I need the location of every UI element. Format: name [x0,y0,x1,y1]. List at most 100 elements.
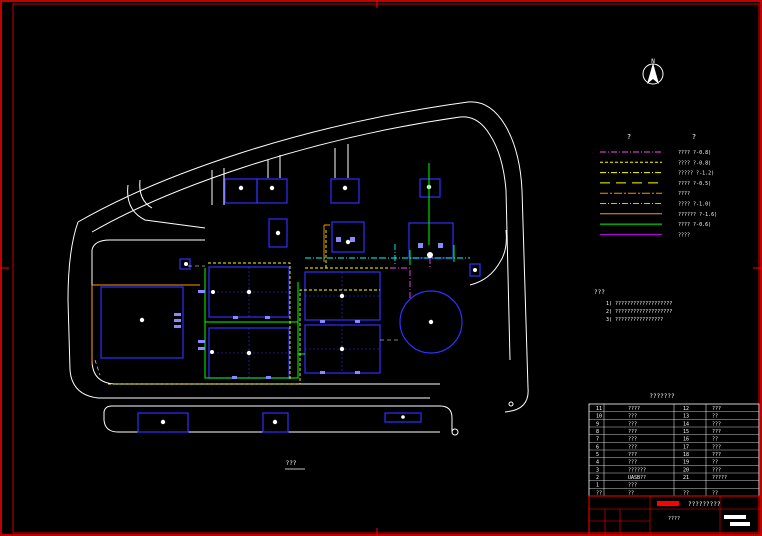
schedule-cell-t2: ?? [712,437,718,443]
structures [100,178,481,433]
schedule-cell-t2: ????? [712,475,727,481]
schedule-cell-t2: ??? [712,452,721,458]
legend-label-1: ???? ?-0.8) [678,150,711,156]
inner-frame [12,3,760,534]
schedule-cell-n2: 20 [683,467,689,473]
note-line-2: 2) ??????????????????? [606,309,672,315]
outfall-marker [508,401,514,407]
schedule-cell-t1: ??? [628,452,637,458]
legend-header-left: ? [627,133,631,141]
note-line-3: 3) ???????????????? [606,317,663,323]
legend-label-4: ???? ?-0.5) [678,181,711,187]
pipe-legend: ? ? ???? ?-0.8) ???? ?-0.8) ????? ?-1.2)??… [600,133,717,238]
north-label: N [651,58,655,65]
schedule-cell-t1: ??? [628,437,637,443]
schedule-cell-n2: 19 [683,460,689,466]
pipe-magenta [390,258,431,300]
note-line-1: 1) ??????????????????? [606,301,672,307]
north-arrow-icon: N [642,58,664,85]
schedule-cell-t1: ??? [628,429,637,435]
gate-marker [451,428,459,436]
schedule-cell-t1: ??? [628,444,637,450]
schedule-cell-n2: 14 [683,421,689,427]
building-b [256,178,288,204]
schedule-cell-t2: ?? [712,460,718,466]
schedule-cell-n1: 8 [596,429,599,435]
schedule-cell-t1: ?????? [628,467,646,473]
drawing-caption: ??? [286,460,297,467]
legend-label-9: ???? [678,232,690,238]
schedule-cell-n1: 4 [596,460,599,466]
valves [174,237,443,379]
schedule-cell-n1: 1 [596,483,599,489]
building-c [330,178,360,204]
structure-tags [139,184,477,425]
schedule-cell-t1: ??? [628,460,637,466]
schedule-cell-n1: 3 [596,467,599,473]
gate-house-3 [384,412,422,423]
schedule-cell-n2: 18 [683,452,689,458]
schedule-cell-t2: ??? [712,467,721,473]
legend-label-5: ???? [678,191,690,197]
pipe-orange [91,224,330,365]
building-a [224,178,258,204]
schedule-cell-n2: 16 [683,437,689,443]
schedule-title: ??????? [649,393,675,400]
schedule-table: 11????12???10???13??9???14???8???15???7?… [588,403,760,497]
road-network [67,101,529,433]
small-tank-1 [179,258,191,270]
schedule-cell-n1: 7 [596,437,599,443]
pump-house [268,218,288,248]
schedule-cell-t2: ??? [712,406,721,412]
large-pond [100,286,184,359]
blower-room [408,222,454,259]
schedule-cell-t1: ??? [628,483,637,489]
schedule-cell-n1: 11 [596,406,602,412]
legend-header-right: ? [692,133,696,141]
schedule-cell-n1: 9 [596,421,599,427]
notes: ??? 1) ??????????????????? 2) ??????????… [594,289,672,323]
legend-label-8: ???? ?-0.6) [678,222,711,228]
pipe-yellow [108,230,390,385]
schedule-cell-t1: ??? [628,414,637,420]
schedule-cell-n2: 13 [683,414,689,420]
schedule-cell-t2: ??? [712,444,721,450]
pipelines [91,163,470,385]
schedule-cell-t1: ?? [628,490,634,496]
title-block-sub: ???? [668,516,680,522]
schedule-cell-n1: 6 [596,444,599,450]
gate-house-1 [137,412,189,433]
sump [427,252,433,258]
pipe-white-return [94,265,400,376]
building-d [419,178,441,198]
pipe-cyan [305,244,470,265]
schedule-cell-t2: ??? [712,421,721,427]
schedule-cell-n1: 5 [596,452,599,458]
title-block-main: ????????? [688,501,721,508]
schedule-cell-t1: ???? [628,406,640,412]
schedule-cell-n2: 21 [683,475,689,481]
schedule-cell-t2: ??? [712,429,721,435]
schedule-cell-n1: 10 [596,414,602,420]
gate-house-2 [262,412,289,433]
schedule-cell-t1: ??? [628,421,637,427]
schedule-cell-t2: ?? [712,414,718,420]
schedule-cell-n2: 15 [683,429,689,435]
dosing-room [331,221,365,253]
schedule-cell-n1: ?? [596,490,602,496]
legend-label-6: ???? ?-1.0) [678,202,711,208]
legend-label-7: ?????? ?-1.6) [678,212,717,218]
notes-title: ??? [594,289,605,296]
legend-label-3: ????? ?-1.2) [678,171,714,177]
title-block: ????????? ???? [588,495,760,534]
legend-label-2: ???? ?-0.8) [678,160,711,166]
schedule-cell-n2: 17 [683,444,689,450]
schedule-cell-t2: ?? [712,490,718,496]
schedule-cell-t1: UASB?? [628,475,646,481]
pipe-green-main [204,163,455,379]
schedule-cell-n2: ?? [683,490,689,496]
small-tank-2 [469,263,481,277]
